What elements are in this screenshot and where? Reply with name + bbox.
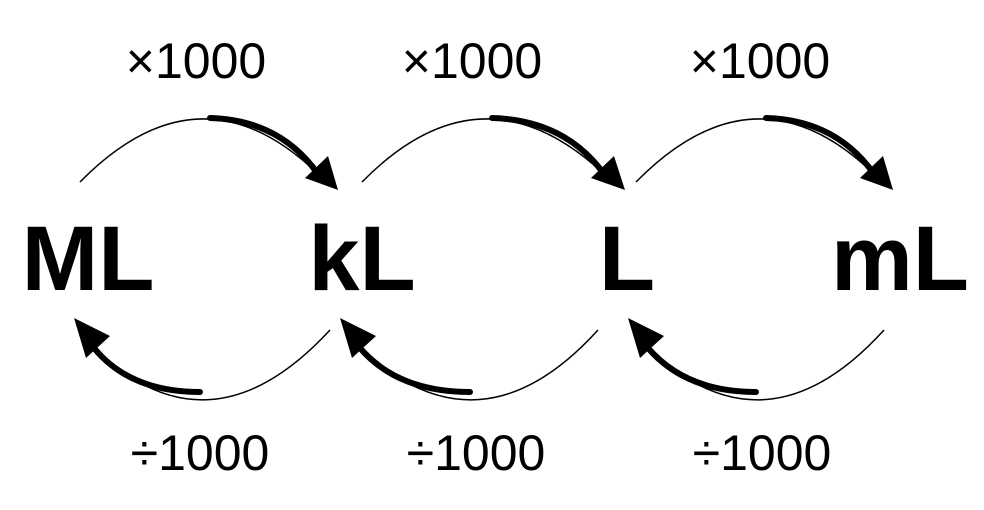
divide-arc-ml-to-l-thick xyxy=(645,345,759,395)
divide-arc-ml-to-l xyxy=(647,329,885,401)
divide-arrowhead-l-to-kl xyxy=(340,318,376,358)
multiply-arrowhead-kl-to-l xyxy=(591,156,625,190)
divide-label-l-to-kl: ÷1000 xyxy=(407,425,546,481)
multiply-arrowhead-ml-to-kl xyxy=(305,156,338,190)
divide-label-kl-to-ml: ÷1000 xyxy=(131,425,270,481)
multiply-label-l-to-ml: ×1000 xyxy=(690,33,830,89)
divide-arrowhead-ml-to-l xyxy=(628,318,664,358)
multiply-arc-l-to-ml-thick xyxy=(763,115,877,177)
multiply-arc-ml-to-kl-thick xyxy=(207,115,321,177)
multiply-arrowhead-l-to-ml xyxy=(860,156,893,190)
unit-megalitre: ML xyxy=(22,208,155,310)
divide-arc-kl-to-ml xyxy=(93,329,331,401)
divide-arc-kl-to-ml-thick xyxy=(91,345,203,395)
divide-arrowhead-kl-to-ml xyxy=(74,318,110,358)
multiply-arc-kl-to-l xyxy=(361,118,605,183)
multiply-arc-kl-to-l-thick xyxy=(489,115,607,177)
multiply-arc-l-to-ml xyxy=(635,118,875,183)
divide-arc-l-to-kl-thick xyxy=(357,345,473,395)
unit-millilitre: mL xyxy=(831,208,969,310)
multiply-label-ml-to-kl: ×1000 xyxy=(126,33,266,89)
unit-kilolitre: kL xyxy=(308,208,415,310)
divide-arc-l-to-kl xyxy=(359,329,599,401)
multiply-label-kl-to-l: ×1000 xyxy=(402,33,542,89)
unit-litre: L xyxy=(599,208,655,310)
divide-label-ml-to-l: ÷1000 xyxy=(693,425,832,481)
multiply-arc-ml-to-kl xyxy=(79,118,319,183)
